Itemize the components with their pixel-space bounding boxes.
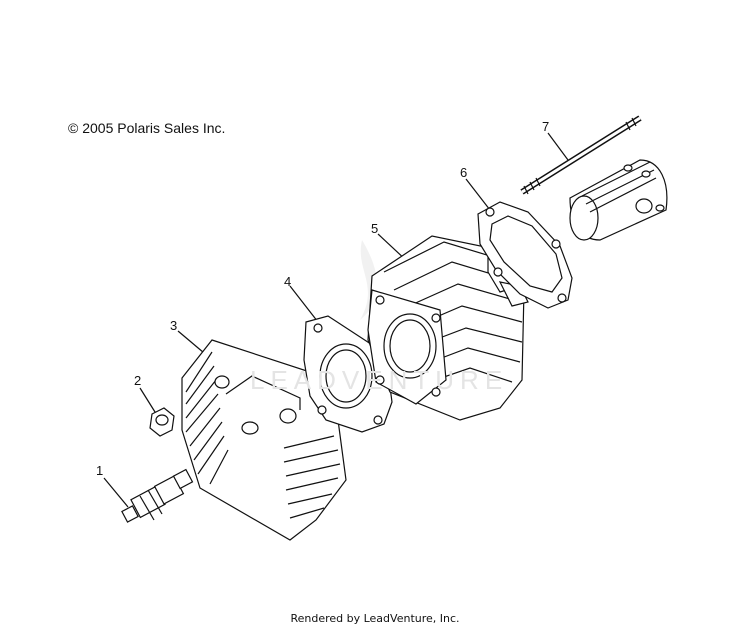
callout-4: 4 <box>284 274 292 289</box>
watermark-text: LEADVENTURE <box>250 365 509 395</box>
callout-7: 7 <box>542 119 550 134</box>
spark-plug <box>121 468 194 523</box>
cylinder-head <box>181 339 347 541</box>
leader-lines <box>103 132 569 508</box>
callout-6: 6 <box>460 165 468 180</box>
base-gasket <box>477 201 573 309</box>
callout-2: 2 <box>134 373 142 388</box>
stud <box>520 115 642 195</box>
piston <box>569 159 668 241</box>
footer-credit: Rendered by LeadVenture, Inc. <box>290 612 460 625</box>
nut <box>149 407 175 437</box>
cylinder <box>367 235 529 421</box>
callout-1: 1 <box>96 463 104 478</box>
copyright-notice: © 2005 Polaris Sales Inc. <box>68 120 226 136</box>
callout-3: 3 <box>170 318 178 333</box>
callout-5: 5 <box>371 221 379 236</box>
